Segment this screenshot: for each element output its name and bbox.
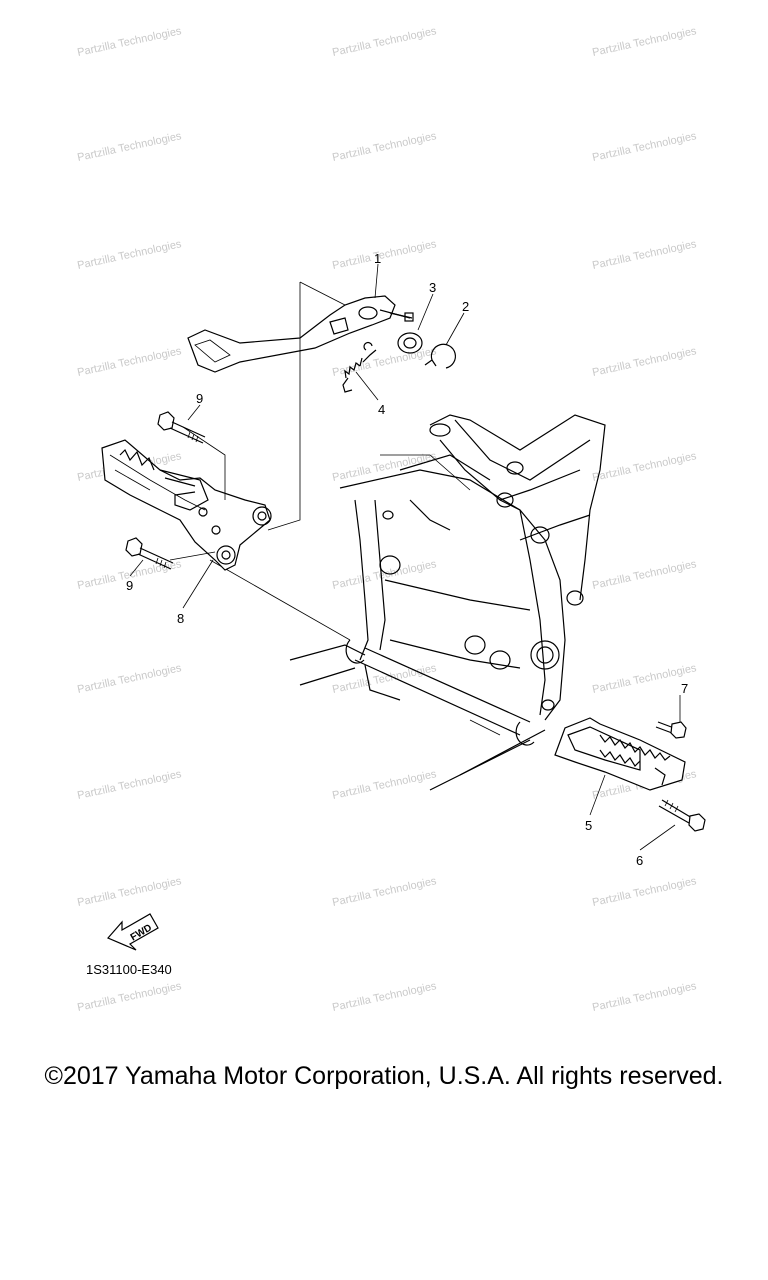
washer bbox=[397, 332, 423, 354]
callout-9-lower: 9 bbox=[126, 578, 133, 593]
watermark: Partzilla Technologies bbox=[591, 130, 698, 164]
watermark: Partzilla Technologies bbox=[76, 345, 183, 379]
watermark: Partzilla Technologies bbox=[331, 768, 438, 802]
watermark: Partzilla Technologies bbox=[591, 875, 698, 909]
callout-6: 6 bbox=[636, 853, 643, 868]
watermark: Partzilla Technologies bbox=[331, 345, 438, 379]
watermark: Partzilla Technologies bbox=[76, 662, 183, 696]
frame bbox=[209, 414, 606, 791]
footrest-bracket bbox=[101, 439, 272, 571]
watermark: Partzilla Technologies bbox=[331, 130, 438, 164]
callout-7: 7 bbox=[681, 681, 688, 696]
callout-3: 3 bbox=[429, 280, 436, 295]
callout-1: 1 bbox=[374, 251, 381, 266]
callout-5: 5 bbox=[585, 818, 592, 833]
watermark: Partzilla Technologies bbox=[331, 238, 438, 272]
watermark: Partzilla Technologies bbox=[591, 238, 698, 272]
watermark: Partzilla Technologies bbox=[76, 875, 183, 909]
watermark: Partzilla Technologies bbox=[76, 25, 183, 59]
bolt-lower bbox=[125, 537, 174, 570]
leader-lines bbox=[129, 263, 681, 851]
watermark: Partzilla Technologies bbox=[76, 768, 183, 802]
watermark: Partzilla Technologies bbox=[591, 558, 698, 592]
diagram-code: 1S31100-E340 bbox=[86, 962, 172, 977]
bolt-upper bbox=[157, 411, 206, 444]
callout-8: 8 bbox=[177, 611, 184, 626]
watermark: Partzilla Technologies bbox=[591, 450, 698, 484]
watermark: Partzilla Technologies bbox=[591, 980, 698, 1014]
bolt-7 bbox=[655, 721, 687, 739]
watermark: Partzilla Technologies bbox=[591, 25, 698, 59]
watermark: Partzilla Technologies bbox=[331, 558, 438, 592]
callout-9-upper: 9 bbox=[196, 391, 203, 406]
watermark: Partzilla Technologies bbox=[76, 130, 183, 164]
callout-2: 2 bbox=[462, 299, 469, 314]
fwd-arrow-icon: FWD bbox=[107, 913, 159, 951]
spring bbox=[342, 342, 377, 393]
assembly-lines bbox=[169, 281, 346, 561]
brake-pedal bbox=[187, 295, 414, 373]
watermark: Partzilla Technologies bbox=[76, 238, 183, 272]
watermark: Partzilla Technologies bbox=[591, 345, 698, 379]
copyright-text: ©2017 Yamaha Motor Corporation, U.S.A. A… bbox=[44, 1062, 724, 1090]
watermark: Partzilla Technologies bbox=[331, 25, 438, 59]
circlip bbox=[424, 343, 456, 369]
watermark: Partzilla Technologies bbox=[331, 980, 438, 1014]
callout-4: 4 bbox=[378, 402, 385, 417]
callouts: 1 3 2 4 9 9 8 7 5 6 bbox=[126, 251, 688, 868]
bolt-6 bbox=[658, 799, 706, 832]
watermark: Partzilla Technologies bbox=[331, 875, 438, 909]
right-footrest bbox=[554, 717, 686, 791]
watermark: Partzilla Technologies bbox=[76, 980, 183, 1014]
